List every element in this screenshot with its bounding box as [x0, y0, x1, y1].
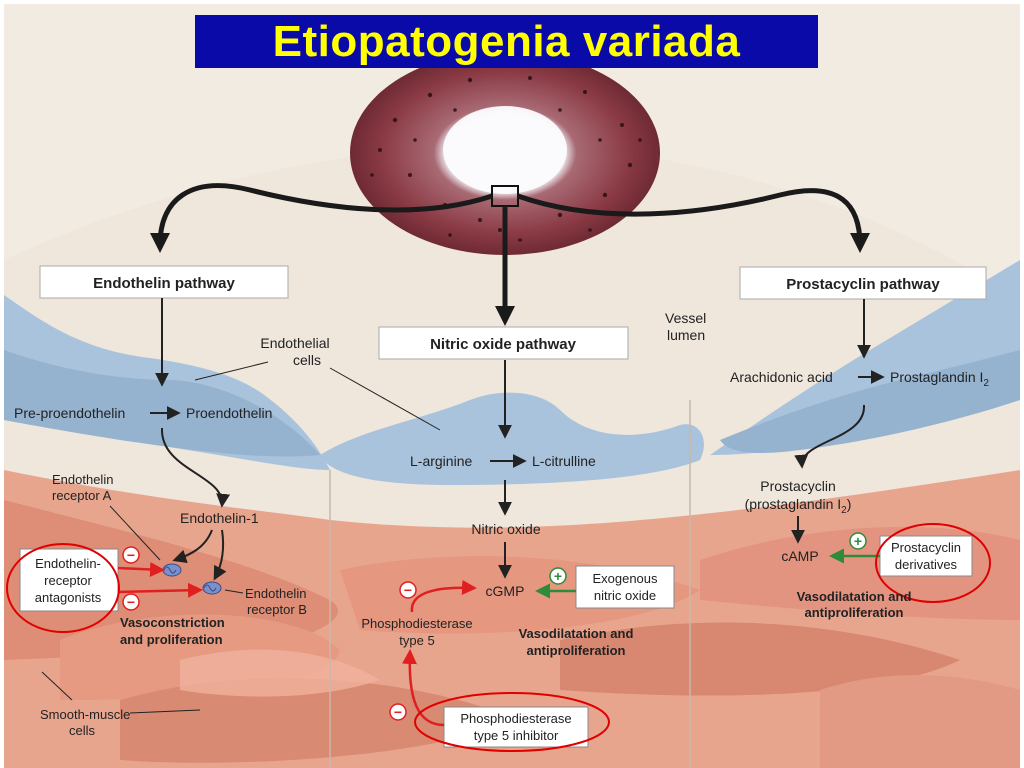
l-citrulline-label: L-citrulline [532, 453, 596, 469]
slide-title: Etiopatogenia variada [272, 16, 741, 66]
vasodilatation-mid-line2: antiproliferation [527, 643, 626, 658]
prostacyclin-line2: (prostaglandin I2) [745, 496, 852, 516]
endothelin-receptor-a-line2: receptor A [52, 488, 112, 503]
exogenous-no-line1: Exogenous [592, 571, 658, 586]
prostacyclin-line1: Prostacyclin [760, 478, 835, 494]
endothelin-pathway-label: Endothelin pathway [93, 275, 235, 292]
pde5-inhibitor-line1: Phosphodiesterase [460, 711, 571, 726]
title-banner: Etiopatogenia variada [195, 15, 818, 68]
pde5-inhibitor-box: Phosphodiesterase type 5 inhibitor [443, 706, 589, 748]
vasodilatation-mid-line1: Vasodilatation and [519, 626, 634, 641]
endothelin-receptor-b-line2: receptor B [247, 602, 307, 617]
phosphodiesterase-line2: type 5 [399, 633, 434, 648]
receptor-a-icon [162, 563, 182, 577]
plus-sign-no: + [549, 567, 567, 585]
svg-text:−: − [127, 594, 135, 610]
endothelial-cells-line1: Endothelial [260, 335, 329, 351]
receptor-b-pointer [224, 589, 244, 594]
prostacyclin-pathway-box: Prostacyclin pathway [739, 266, 987, 300]
endothelin-receptor-a-line1: Endothelin [52, 472, 113, 487]
highlight-circle-prostacyclin [875, 523, 991, 603]
plus-sign-prostacyclin: + [849, 532, 867, 550]
arrow-to-prostacyclin [794, 404, 866, 469]
vasodilatation-right-line2: antiproliferation [805, 605, 904, 620]
svg-text:−: − [404, 582, 412, 598]
minus-sign-pde5: − [399, 581, 417, 599]
endothelin-1-label: Endothelin-1 [180, 510, 259, 526]
vasoconstriction-line1: Vasoconstriction [120, 615, 225, 630]
receptor-a-pointer [109, 505, 161, 561]
cgmp-label: cGMP [486, 583, 525, 599]
pre-proendothelin-label: Pre-proendothelin [14, 405, 125, 421]
minus-sign-pde5-inhibitor: − [389, 703, 407, 721]
era-minus-sign-a: − [122, 546, 140, 564]
endothelial-cells-line2: cells [293, 352, 321, 368]
smooth-muscle-line1: Smooth-muscle [40, 707, 130, 722]
phosphodiesterase-line1: Phosphodiesterase [361, 616, 472, 631]
vasodilatation-right-line1: Vasodilatation and [797, 589, 912, 604]
pde5-inhibit-cgmp-arrow [410, 579, 477, 613]
nitric-oxide-pathway-box: Nitric oxide pathway [378, 326, 629, 360]
receptor-b-icon [202, 581, 222, 595]
smooth-muscle-line2: cells [69, 723, 96, 738]
main-arrows [150, 183, 870, 326]
highlight-circle-era [6, 543, 120, 633]
vasoconstriction-line2: and proliferation [120, 632, 223, 647]
exogenous-no-box: Exogenous nitric oxide [575, 565, 675, 609]
highlight-circle-pde5 [414, 692, 610, 752]
nitric-oxide-pathway-label: Nitric oxide pathway [430, 336, 577, 353]
era-line3: antagonists [35, 590, 102, 605]
svg-text:−: − [394, 704, 402, 720]
arrow-to-receptor-a [172, 529, 213, 564]
endothelin-pathway-box: Endothelin pathway [39, 265, 289, 299]
proendothelin-label: Proendothelin [186, 405, 272, 421]
era-drug-box: Endothelin- receptor antagonists [19, 548, 119, 612]
arrow-to-endothelin-1 [160, 427, 231, 508]
exogenous-no-line2: nitric oxide [594, 588, 656, 603]
pde5-inhibitor-arrow [402, 649, 445, 727]
svg-text:+: + [554, 568, 562, 584]
prostacyclin-pathway-label: Prostacyclin pathway [786, 276, 940, 293]
endothelin-receptor-b-line1: Endothelin [245, 586, 306, 601]
era-line2: receptor [44, 573, 92, 588]
era-minus-sign-b: − [122, 593, 140, 611]
prostacyclin-derivatives-box: Prostacyclin derivatives [879, 535, 973, 577]
prostacyclin-derivatives-line2: derivatives [895, 557, 958, 572]
smooth-muscle-pointer-2 [129, 709, 201, 714]
vessel-cross-section-image [350, 51, 660, 255]
era-inhibit-arrow-b [117, 582, 203, 598]
vessel-lumen-line2: lumen [667, 327, 705, 343]
prostacyclin-derivatives-line1: Prostacyclin [891, 540, 961, 555]
smooth-muscle-pointer-1 [41, 671, 73, 701]
l-arginine-label: L-arginine [410, 453, 472, 469]
endothelial-cells-pointer-1 [194, 361, 269, 381]
nitric-oxide-label: Nitric oxide [471, 521, 540, 537]
era-inhibit-arrow-a [117, 561, 165, 577]
endothelial-cells-pointer-2 [329, 367, 441, 431]
era-line1: Endothelin- [35, 556, 101, 571]
svg-text:−: − [127, 547, 135, 563]
prostaglandin-label: Prostaglandin I2 [890, 369, 989, 389]
pde5-inhibitor-line2: type 5 inhibitor [474, 728, 559, 743]
arachidonic-acid-label: Arachidonic acid [730, 369, 833, 385]
vessel-lumen-line1: Vessel [665, 310, 706, 326]
arrow-to-receptor-b [213, 529, 227, 581]
svg-text:+: + [854, 533, 862, 549]
camp-label: cAMP [781, 548, 818, 564]
